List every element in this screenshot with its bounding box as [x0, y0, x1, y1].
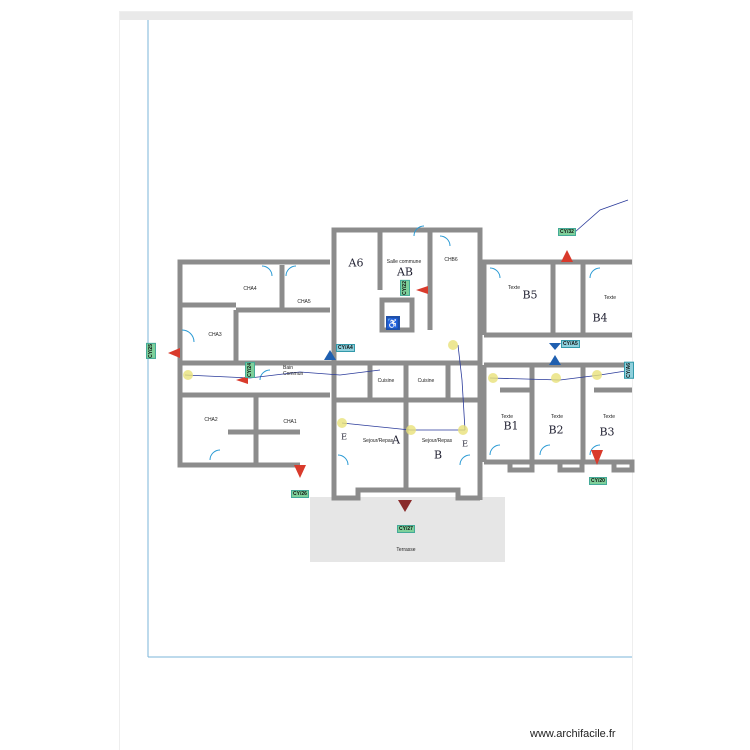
- handwritten-a: A: [392, 433, 400, 447]
- room-label-texte-b1: Texte: [501, 414, 513, 420]
- handwritten-e-left: E: [341, 432, 347, 442]
- handwritten-b3: B3: [599, 425, 615, 439]
- room-label-cha5: CHA5: [297, 299, 311, 305]
- room-label-texte-b4: Texte: [604, 295, 616, 301]
- light-points: [183, 340, 602, 435]
- marker-tag-cy25: CY/25: [146, 343, 156, 359]
- scan-top-edge: [120, 12, 632, 20]
- wheelchair-glyph: ♿: [387, 317, 399, 330]
- marker-tag-cy22: CY/22: [400, 280, 410, 296]
- room-label-texte-b2: Texte: [551, 414, 563, 420]
- room-label-cha3: CHA3: [208, 332, 222, 338]
- room-label-cha1: CHA1: [283, 419, 297, 425]
- room-label-cha4: CHA4: [243, 286, 257, 292]
- handwritten-ab: AB: [396, 265, 414, 279]
- marker-tag-cy26: CY/26: [291, 490, 309, 498]
- watermark: www.archifacile.fr: [530, 728, 616, 740]
- marker-tag-cy32: CY/32: [558, 228, 576, 236]
- wheelchair-icon: [386, 316, 400, 330]
- marker-tag-cya6: CY/A6: [624, 362, 634, 379]
- handwritten-b1: B1: [503, 419, 519, 433]
- marker-tag-cy27: CY/27: [397, 525, 415, 533]
- room-label-cuisine-a: Cuisine: [377, 378, 395, 384]
- marker-tag-cya5: CY/A5: [561, 340, 580, 348]
- handwritten-b: B: [433, 448, 443, 462]
- room-label-chb6: CHB6: [444, 257, 458, 263]
- room-label-salle-commune: Salle commune: [386, 259, 422, 265]
- handwritten-a6: A6: [348, 256, 364, 270]
- handwritten-b4: B4: [592, 311, 608, 325]
- room-label-cuisine-b: Cuisine: [417, 378, 435, 384]
- marker-tag-cy24: CY/24: [245, 362, 255, 378]
- marker-tag-cy20: CY/20: [589, 477, 607, 485]
- room-label-texte-b3: Texte: [603, 414, 615, 420]
- marker-tag-cya4: CY/A4: [336, 344, 355, 352]
- handwritten-e-right: E: [462, 439, 468, 449]
- marker-arrows: [168, 250, 603, 512]
- room-label-sejour-a: Sejour/Repas: [362, 438, 394, 444]
- handwritten-b2: B2: [548, 423, 564, 437]
- paper-sheet: [120, 12, 632, 750]
- room-label-cha2: CHA2: [204, 417, 218, 423]
- room-label-terrasse: Terrasse: [396, 547, 416, 553]
- doors: [181, 225, 601, 466]
- room-label-sejour-b: Sejour/Repas: [421, 438, 453, 444]
- room-label-bain-commun: Bain Commun: [283, 365, 304, 377]
- walls: [177, 227, 635, 501]
- room-label-texte-b5: Texte: [508, 285, 520, 291]
- handwritten-b5: B5: [522, 288, 538, 302]
